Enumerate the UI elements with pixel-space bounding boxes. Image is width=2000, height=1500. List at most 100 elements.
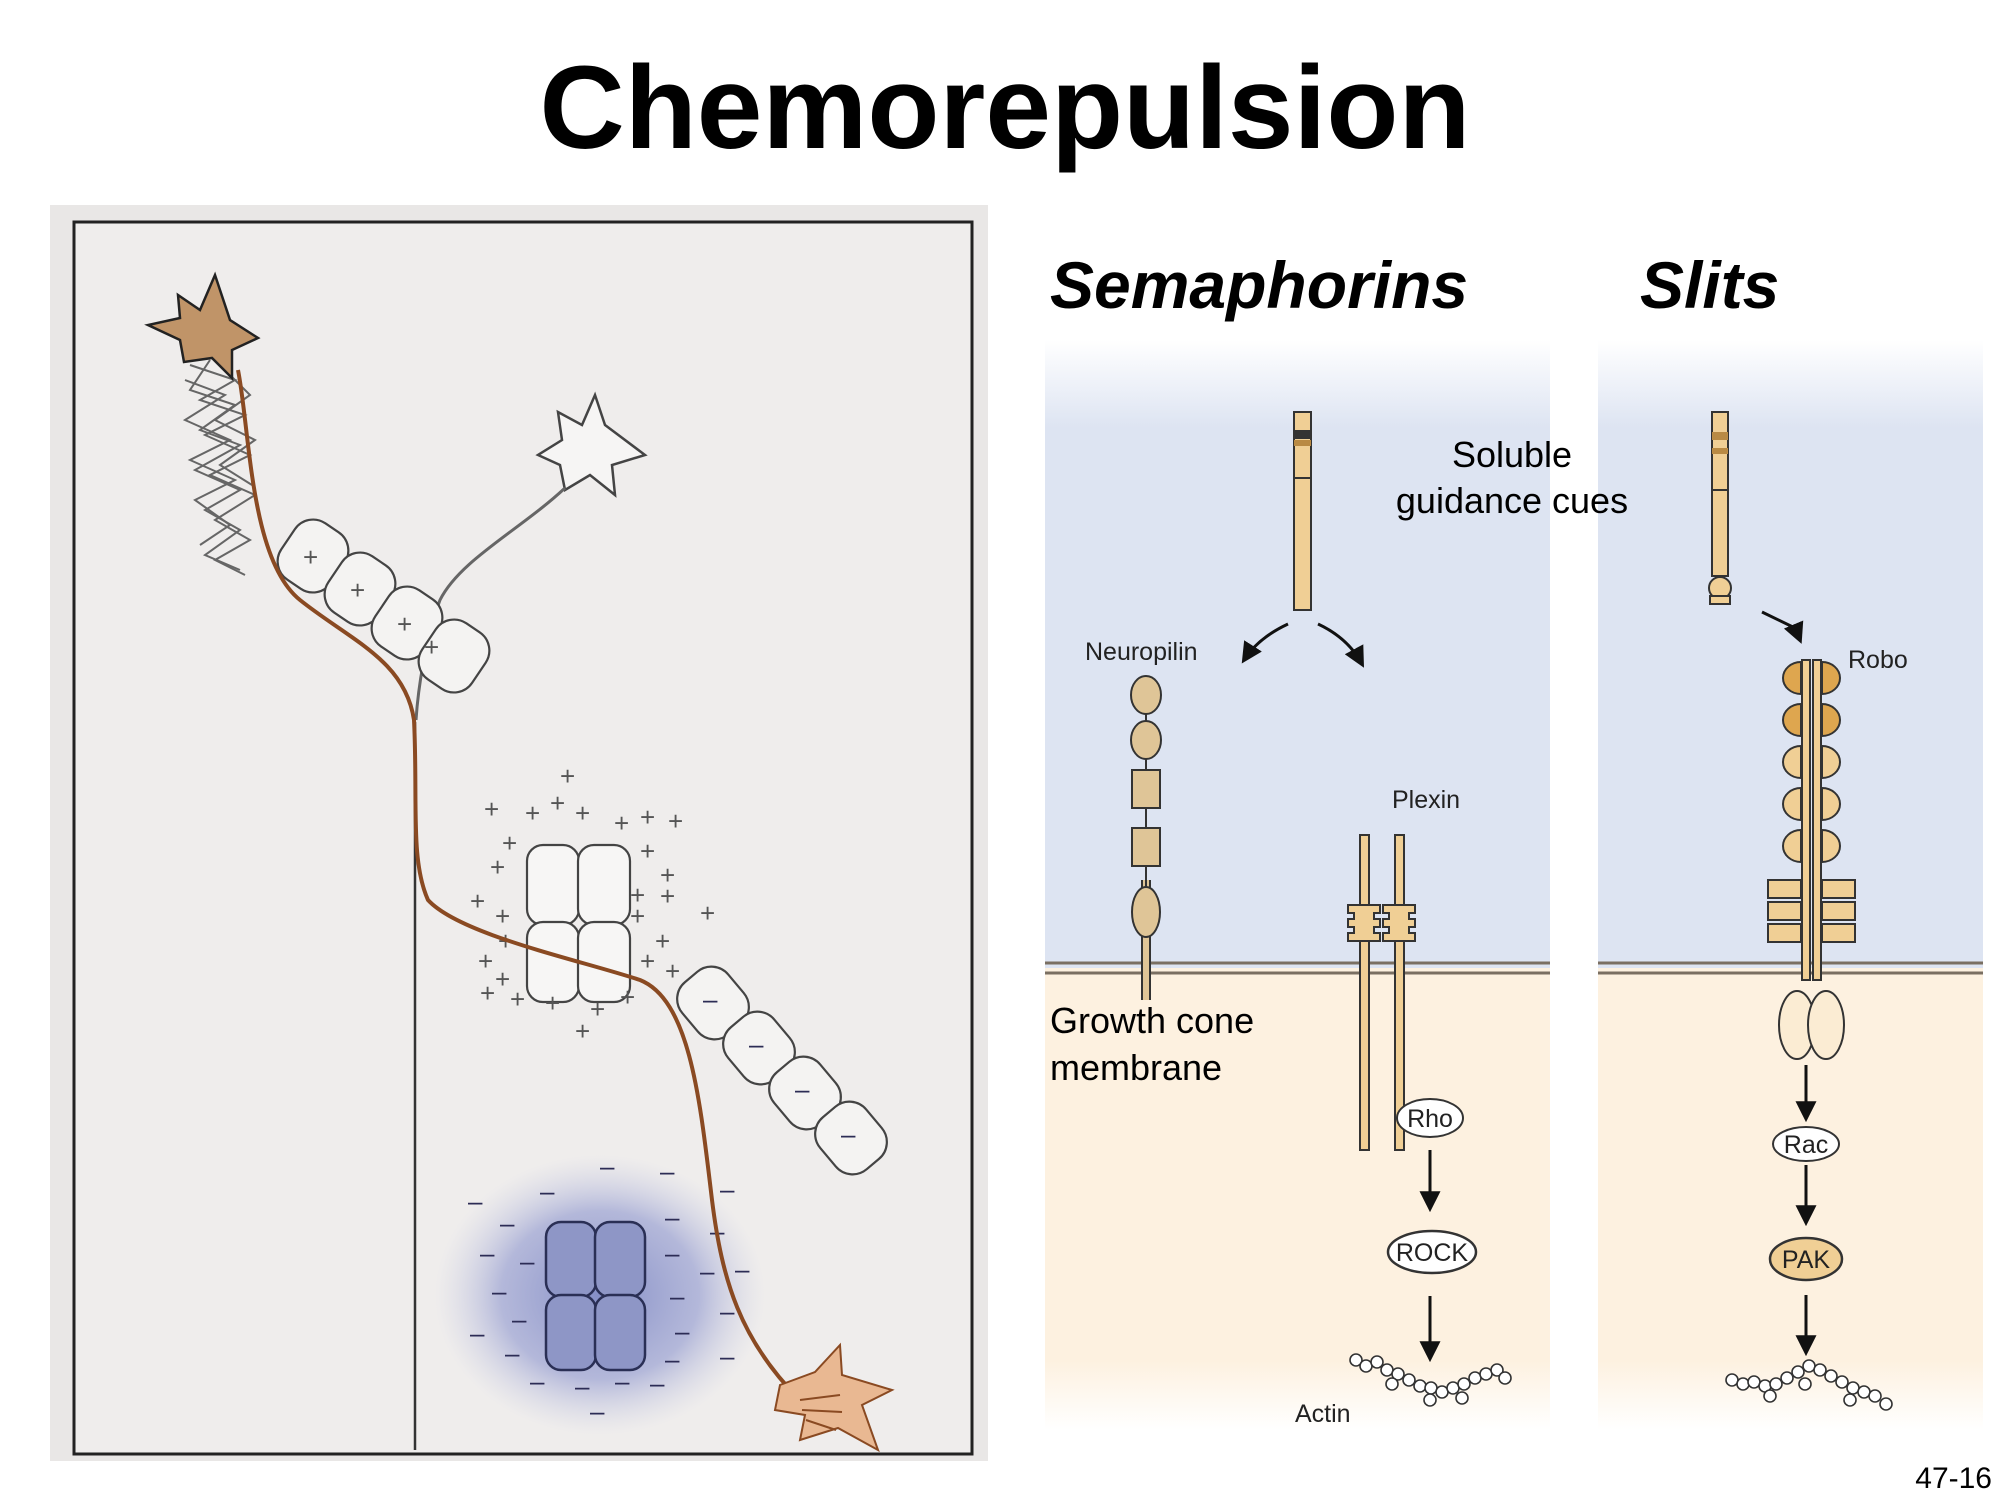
svg-text:+: +: [545, 988, 560, 1018]
positive-cell-signs: + + + +: [303, 542, 439, 662]
actin-filament-semaphorin: [1349, 1353, 1512, 1407]
membrane-label-2: membrane: [1050, 1047, 1222, 1088]
svg-text:+: +: [640, 836, 655, 866]
negative-cell-row: [676, 965, 888, 1176]
rac-label: Rac: [1784, 1131, 1828, 1159]
svg-text:+: +: [614, 808, 629, 838]
svg-text:+: +: [630, 901, 645, 931]
negative-cell-cluster: [544, 1220, 647, 1372]
svg-text:–: –: [492, 1276, 507, 1306]
svg-text:–: –: [703, 984, 718, 1014]
svg-text:+: +: [655, 926, 670, 956]
positive-cell-row-top: [276, 518, 491, 694]
pak-oval: [1768, 1236, 1844, 1282]
soluble-cues-label-2: guidance cues: [1396, 480, 1628, 521]
svg-text:–: –: [841, 1119, 856, 1149]
svg-text:+: +: [668, 806, 683, 836]
slide-title: Chemorepulsion: [540, 42, 1471, 174]
membrane-label-1: Growth cone: [1050, 1000, 1254, 1041]
svg-text:+: +: [303, 542, 318, 572]
growth-cone-filopodia: [799, 1394, 843, 1431]
semaphorin-intracellular: [1045, 968, 1550, 1430]
svg-text:–: –: [600, 1151, 615, 1181]
repellent-cloud: [435, 1155, 765, 1435]
svg-text:–: –: [590, 1396, 605, 1426]
svg-text:+: +: [640, 802, 655, 832]
pak-label: PAK: [1782, 1246, 1830, 1274]
svg-text:–: –: [720, 1174, 735, 1204]
svg-text:–: –: [670, 1281, 685, 1311]
svg-text:+: +: [660, 860, 675, 890]
slit-binding-arrow: [1761, 610, 1804, 644]
svg-text:–: –: [660, 1156, 675, 1186]
axon-guidance-illustration: + + + + + + + + + + + + + + + + + + +: [50, 205, 988, 1461]
actin-filament-slit: [1725, 1359, 1893, 1411]
plexin-label: Plexin: [1392, 786, 1460, 814]
neuropilin-receptor: [1130, 675, 1162, 1000]
svg-text:–: –: [749, 1029, 764, 1059]
extracellular-matrix: [182, 359, 258, 576]
membrane-semaphorin: [1045, 961, 1550, 975]
svg-text:–: –: [665, 1202, 680, 1232]
svg-text:+: +: [484, 794, 499, 824]
rho-oval: [1396, 1098, 1464, 1138]
svg-text:+: +: [640, 946, 655, 976]
slits-heading: Slits: [1640, 248, 1779, 322]
soluble-cues-label-1: Soluble: [1452, 434, 1572, 475]
svg-text:+: +: [560, 761, 575, 791]
pale-axon: [414, 486, 567, 721]
svg-text:–: –: [530, 1366, 545, 1396]
svg-text:–: –: [650, 1368, 665, 1398]
svg-text:+: +: [620, 982, 635, 1012]
semaphorin-ligand: [1293, 411, 1312, 611]
top-neuron-body: [144, 271, 261, 382]
svg-text:–: –: [720, 1296, 735, 1326]
svg-text:+: +: [350, 575, 365, 605]
svg-text:+: +: [495, 964, 510, 994]
svg-text:–: –: [675, 1316, 690, 1346]
svg-text:–: –: [540, 1176, 555, 1206]
svg-text:+: +: [525, 798, 540, 828]
rac-oval: [1772, 1126, 1840, 1162]
svg-text:–: –: [700, 1256, 715, 1286]
page-number: 47-16: [1915, 1462, 1992, 1495]
robo-label: Robo: [1848, 646, 1908, 674]
svg-text:–: –: [505, 1338, 520, 1368]
svg-text:+: +: [575, 798, 590, 828]
svg-text:+: +: [590, 994, 605, 1024]
svg-text:+: +: [630, 880, 645, 910]
membrane-slit: [1598, 961, 1983, 975]
semaphorins-heading: Semaphorins: [1050, 248, 1468, 322]
slit-ligand: [1708, 411, 1732, 605]
svg-text:–: –: [468, 1186, 483, 1216]
svg-text:+: +: [424, 632, 439, 662]
svg-text:–: –: [500, 1208, 515, 1238]
positive-signs: + + + + + + + + + + + + + + + + + + + + …: [470, 761, 715, 1046]
robo-receptor: [1767, 659, 1856, 1060]
svg-text:–: –: [480, 1238, 495, 1268]
negative-cell-signs: – – – –: [703, 984, 856, 1149]
neuropilin-label: Neuropilin: [1085, 638, 1198, 666]
guided-axon: [236, 369, 802, 1402]
svg-text:+: +: [490, 852, 505, 882]
svg-text:+: +: [510, 984, 525, 1014]
slit-extracellular: [1598, 340, 1983, 968]
svg-text:–: –: [575, 1371, 590, 1401]
svg-text:–: –: [520, 1246, 535, 1276]
svg-text:+: +: [700, 898, 715, 928]
svg-text:–: –: [720, 1341, 735, 1371]
growth-cone: [773, 1342, 895, 1453]
svg-text:+: +: [660, 881, 675, 911]
rock-label: ROCK: [1396, 1239, 1469, 1267]
svg-text:+: +: [665, 956, 680, 986]
svg-text:–: –: [735, 1254, 750, 1284]
rock-oval: [1386, 1229, 1478, 1275]
svg-text:+: +: [495, 901, 510, 931]
actin-label: Actin: [1295, 1400, 1351, 1428]
svg-text:+: +: [575, 1016, 590, 1046]
svg-text:+: +: [478, 946, 493, 976]
svg-text:+: +: [470, 886, 485, 916]
svg-text:–: –: [795, 1074, 810, 1104]
svg-text:–: –: [615, 1366, 630, 1396]
